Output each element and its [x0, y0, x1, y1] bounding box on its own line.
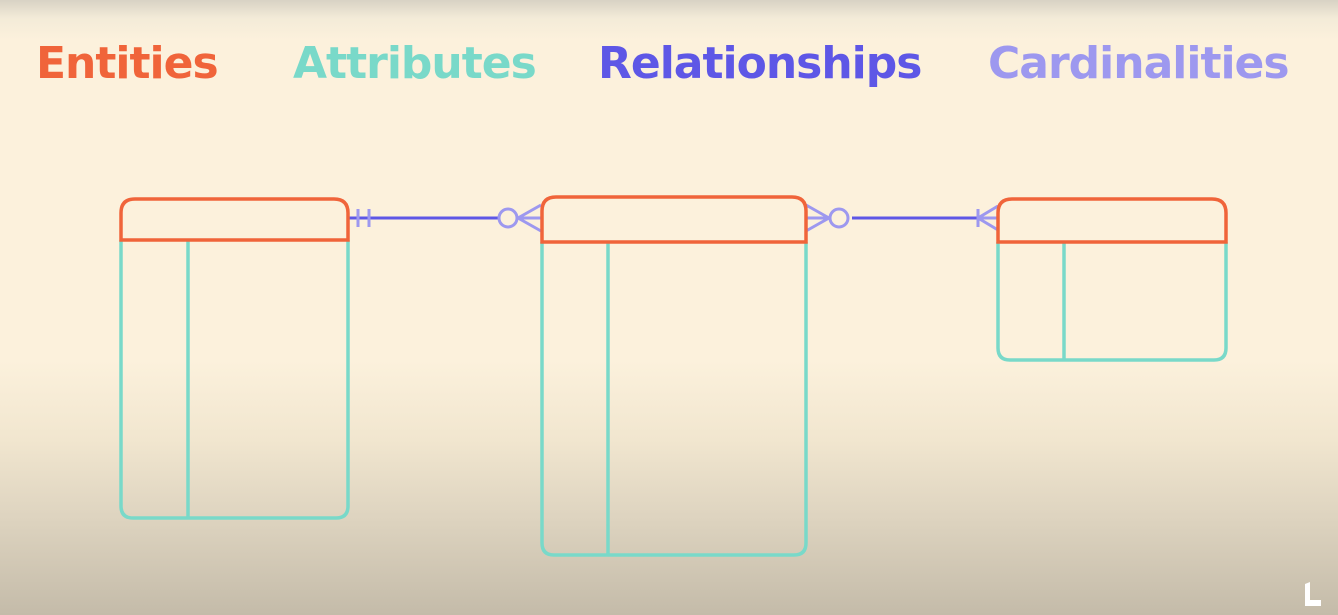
entity-header: [119, 197, 350, 242]
attribute-body: [119, 240, 350, 520]
legend-attributes: Attributes: [293, 38, 537, 89]
cardinality-one-or-many: [976, 204, 999, 232]
legend-relationships: Relationships: [598, 38, 922, 89]
logo-icon: [1305, 582, 1321, 606]
entity-header: [540, 195, 808, 244]
entity-header: [996, 197, 1228, 244]
attribute-body: [996, 242, 1228, 362]
cardinality-one-and-only-one: [356, 209, 371, 227]
entity-table-1[interactable]: [119, 197, 350, 520]
attribute-body: [540, 242, 808, 557]
legend-cardinalities: Cardinalities: [988, 38, 1290, 89]
entity-table-2[interactable]: [540, 195, 808, 557]
cardinality-zero-or-many: [497, 203, 542, 233]
entity-table-3[interactable]: [996, 197, 1228, 362]
cardinality-zero-or-many: [805, 203, 850, 233]
legend-entities: Entities: [36, 38, 219, 89]
